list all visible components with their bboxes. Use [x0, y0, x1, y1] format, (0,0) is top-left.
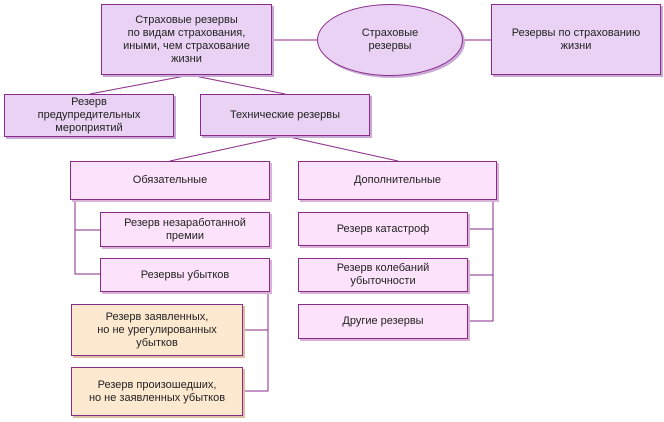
- node-label-line: но не заявленных убытков: [88, 391, 226, 404]
- node-label-line: Обязательные: [132, 174, 208, 186]
- connector-line: [243, 330, 269, 392]
- node-label: Резерв катастроф: [337, 223, 430, 236]
- node-label-line: предупредительных: [37, 109, 141, 121]
- node-label-line: Резерв незаработанной: [124, 216, 246, 229]
- node-label: Обязательные: [133, 174, 207, 187]
- connector-line: [189, 74, 286, 95]
- node-label-line: Резервы по страхованию: [511, 26, 641, 39]
- node-label-line: Резерв заявленных,: [105, 310, 209, 323]
- node-label-line: Резерв: [71, 96, 107, 108]
- node-label-line: Резервы убытков: [140, 268, 230, 281]
- node-label-line: мероприятий: [55, 122, 123, 134]
- node-label-line: Дополнительные: [353, 174, 442, 186]
- node-label-line: Технические резервы: [229, 108, 341, 121]
- node-label-line: убытков: [136, 336, 178, 349]
- node-label-line: Другие резервы: [342, 315, 424, 327]
- connector-line: [468, 200, 494, 230]
- node-label-line: убыточности: [350, 275, 416, 287]
- node-label-line: жизни: [560, 39, 592, 52]
- node-additional: Дополнительные: [298, 161, 497, 200]
- connector-line: [74, 200, 100, 231]
- node-label-line: Резерв колебаний: [336, 262, 430, 274]
- node-label-line: Страховые: [361, 27, 419, 39]
- node-label-line: Резерв катастроф: [336, 222, 430, 235]
- node-label-line: иными, чем страхование: [123, 39, 250, 52]
- node-label: Другие резервы: [342, 315, 423, 328]
- node-label-line: но не урегулированных: [97, 323, 217, 336]
- connector-line: [468, 275, 494, 322]
- node-label: Резерв произошедших,но не заявленных убы…: [89, 379, 225, 405]
- node-label: Резервы убытков: [141, 269, 229, 282]
- node-loss-reserves: Резервы убытков: [100, 258, 270, 292]
- node-label: Технические резервы: [230, 109, 340, 122]
- node-label-line: Страховые резервы: [135, 13, 238, 26]
- node-label-line: премии: [165, 229, 205, 242]
- node-other-reserves: Другие резервы: [298, 304, 468, 339]
- connector-line: [468, 229, 494, 276]
- node-mandatory: Обязательные: [70, 161, 270, 200]
- node-label-line: резервы: [368, 40, 412, 52]
- connector-line: [243, 292, 269, 331]
- node-label: Дополнительные: [354, 174, 441, 187]
- node-incurred-not-reported: Резерв произошедших,но не заявленных убы…: [71, 367, 243, 416]
- node-label-line: по видам страхования,: [127, 26, 246, 39]
- node-label-line: Резерв произошедших,: [97, 378, 217, 391]
- connector-line: [74, 230, 100, 275]
- connector-line: [169, 135, 286, 162]
- node-catastrophe-reserve: Резерв катастроф: [298, 212, 468, 246]
- connector-line: [89, 74, 191, 95]
- connector-line: [284, 135, 399, 162]
- node-label-line: жизни: [171, 52, 202, 65]
- node-technical-reserves: Технические резервы: [200, 94, 370, 136]
